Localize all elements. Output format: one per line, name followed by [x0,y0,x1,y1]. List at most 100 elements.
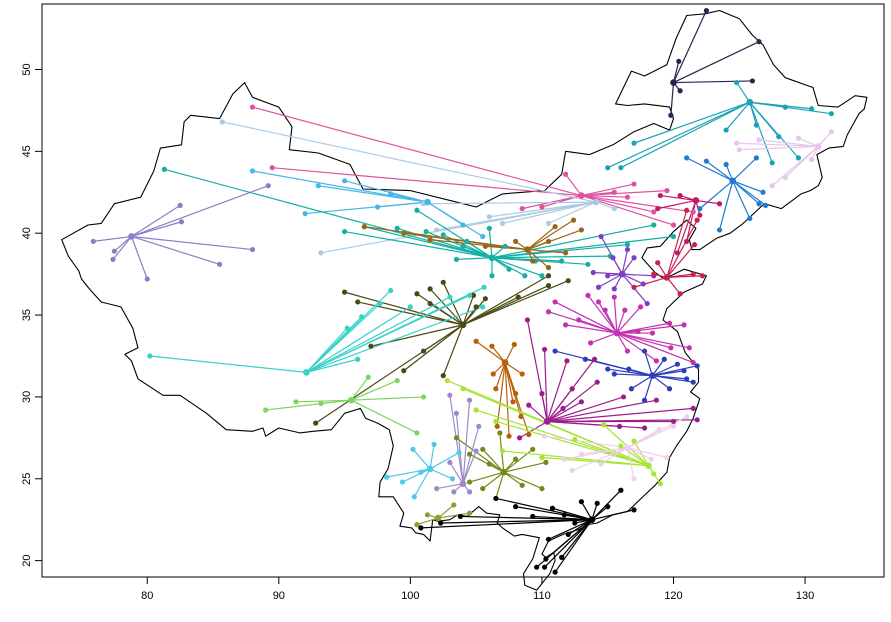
destination-point [464,238,470,244]
flow-line [462,450,477,484]
destination-point [760,189,766,195]
destination-point [670,233,677,240]
flow-line [503,471,523,486]
flow-line [581,194,654,213]
destination-point [440,232,446,238]
destination-point [539,485,545,492]
destination-point [762,202,769,208]
flow-line [112,236,132,260]
destination-point [552,348,558,354]
hub-point [649,372,656,379]
flow-line [519,420,548,439]
flow-line [631,375,653,390]
destination-point [493,495,499,502]
destination-point [569,386,575,392]
destination-point [769,160,775,166]
flow-line [580,501,593,521]
destination-point [657,192,663,199]
destination-point [753,155,759,161]
flow-line [469,471,504,483]
destination-point [466,451,473,457]
destination-point [716,201,723,207]
flow-line [390,193,428,203]
destination-point [473,304,479,310]
flow-line [495,497,593,521]
destination-point [427,237,433,243]
destination-point [473,338,479,344]
destination-point [661,356,667,362]
destination-point [476,423,482,429]
destination-point [628,386,635,392]
destination-point [699,273,706,279]
flow-line [547,407,694,423]
destination-point [506,266,512,272]
destination-point [570,217,577,223]
flow-line [386,468,431,478]
destination-point [111,248,117,254]
flow-line [633,440,650,466]
hub-point [624,444,631,451]
destination-point [249,168,256,174]
flow-line [413,468,431,498]
destination-point [585,261,591,267]
destination-point [651,222,657,228]
destination-point [782,104,788,110]
flow-line [643,350,654,376]
flow-line [544,519,593,568]
flow-line [627,447,652,460]
hub-point [488,254,496,262]
destination-point [545,264,552,271]
hub-point [459,321,467,329]
destination-point [747,215,753,222]
flow-line [616,332,694,364]
destination-point [506,433,512,439]
hub-point [543,418,551,425]
flow-line [527,219,574,251]
destination-point [494,423,500,429]
destination-point [394,225,400,231]
flow-line [222,121,597,203]
destination-point [359,314,365,320]
flow-line [660,194,696,202]
destination-point [641,425,648,431]
destination-point [541,346,548,353]
destination-point [110,256,116,262]
country-outline-layer [61,9,868,591]
x-tick-label: 130 [796,590,814,602]
flow-line [318,185,428,203]
flow-line [564,514,593,521]
destination-point [522,273,528,279]
flow-line [657,199,696,210]
y-tick-label: 25 [21,473,33,485]
destination-point [676,58,682,64]
destination-point [519,371,525,377]
destination-point [703,158,709,164]
flow-line [456,257,492,260]
destination-point [510,399,516,405]
flow-line [732,180,764,193]
destination-point [656,427,662,433]
flow-line [736,82,751,103]
destination-point [591,356,598,362]
destination-point [530,446,536,452]
destination-point [410,446,416,452]
hub-point [592,198,600,206]
flow-line [614,373,653,377]
flow-line [527,249,549,269]
destination-point [595,284,602,290]
destination-point [620,394,627,400]
destination-point [594,379,600,385]
x-tick-label: 90 [273,590,285,602]
destination-point [526,402,532,408]
destination-point [616,423,623,429]
y-tick-label: 45 [21,145,33,157]
flow-line [616,309,626,334]
flow-line [462,285,549,326]
hub-point [692,197,700,204]
flow-line [633,101,751,144]
flow-line [613,297,618,334]
destination-point [177,202,183,208]
flow-line [672,61,680,83]
destination-point [434,227,440,233]
